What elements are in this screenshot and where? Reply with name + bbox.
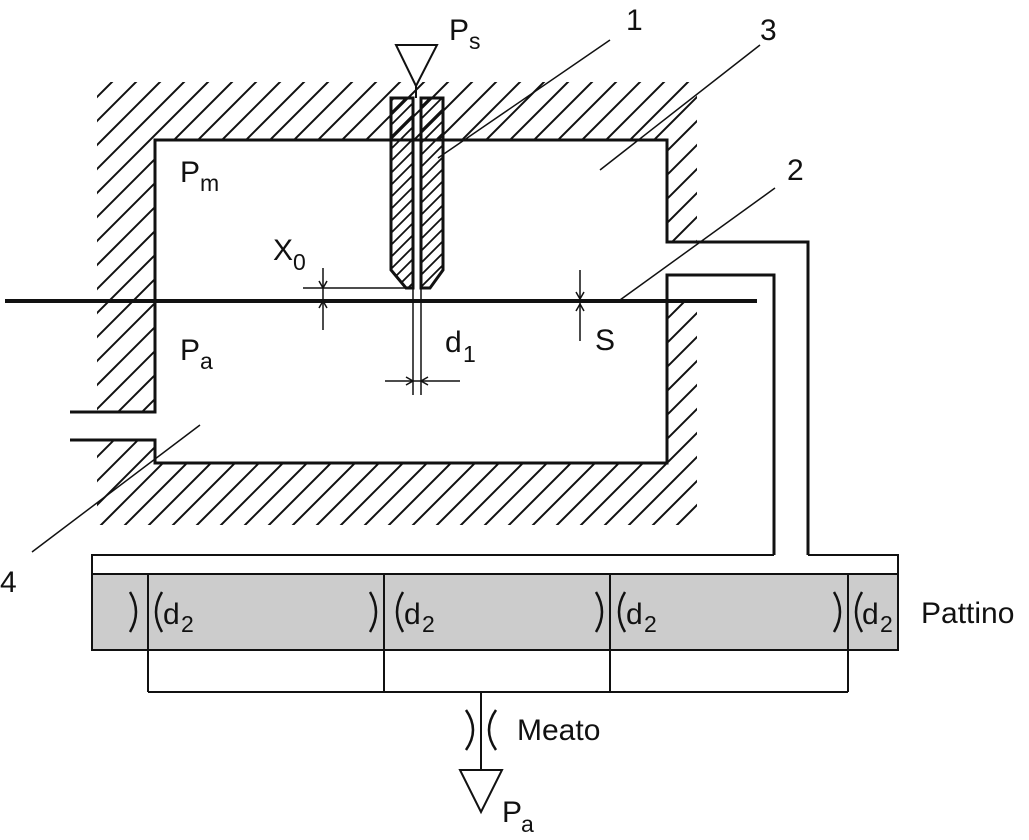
hatch-stroke — [97, 82, 211, 525]
pad — [91, 573, 899, 651]
upper-chamber-outline — [153, 138, 810, 555]
pattino-label: Pattino — [921, 597, 1014, 630]
pad-orifice-sub-1: 2 — [181, 611, 194, 637]
hatch-stroke — [391, 98, 443, 288]
hatch-stroke — [671, 82, 697, 525]
hatch-stroke — [391, 98, 443, 288]
hatch-stroke — [391, 98, 443, 288]
hatch-stroke — [97, 82, 163, 525]
x0-sub: 0 — [293, 249, 306, 275]
part-number-4: 4 — [0, 566, 17, 599]
ambient-pressure-sub: a — [200, 348, 213, 374]
hatch-stroke — [391, 98, 443, 288]
ambient-pressure-label: P — [180, 334, 200, 367]
pad-orifice-label-3: d — [626, 598, 643, 631]
d1-diameter-dimension — [385, 288, 460, 395]
leader-lines — [31, 39, 776, 553]
pad-supply-line — [91, 554, 899, 574]
ambient-pressure-triangle — [458, 769, 504, 815]
supply-pressure-triangle — [394, 44, 439, 89]
hatch-stroke — [415, 98, 443, 288]
outlet-pressure-sub: a — [521, 811, 534, 837]
lower-chamber-outline — [70, 273, 776, 555]
outlet-pressure-label: P — [502, 796, 522, 829]
chamber-pressure-sub: m — [200, 170, 219, 196]
x0-label: X — [273, 234, 293, 267]
chamber-pressure-label: P — [180, 156, 200, 189]
pad-orifice-sub-2: 2 — [422, 611, 435, 637]
part-number-2: 2 — [787, 154, 804, 187]
hatch-stroke — [97, 82, 115, 525]
hatch-stroke — [0, 80, 90, 530]
pad-orifice-label-4: d — [862, 598, 879, 631]
s-label: S — [595, 324, 615, 357]
pad-orifice-marks — [128, 591, 864, 633]
hatch-stroke — [403, 98, 443, 288]
hatch-stroke — [623, 82, 697, 525]
pad-dividers — [147, 574, 849, 770]
x0-gap-dimension — [303, 268, 410, 330]
pad-orifice-label-1: d — [163, 598, 180, 631]
pad-orifice-sub-4: 2 — [880, 611, 893, 637]
hatch-stroke — [439, 98, 443, 288]
hatch-stroke — [391, 98, 443, 288]
pad-orifice-label-2: d — [404, 598, 421, 631]
hatch-stroke — [391, 98, 443, 288]
hatch-stroke — [391, 98, 434, 288]
hatch-stroke — [391, 98, 443, 288]
meato-orifice — [464, 709, 498, 751]
pad-orifice-sub-3: 2 — [644, 611, 657, 637]
part-number-3: 3 — [760, 14, 777, 47]
d1-label: d — [445, 326, 462, 359]
nozzle — [389, 96, 445, 290]
hatch-stroke — [599, 82, 697, 525]
s-thickness-dimension — [575, 270, 585, 341]
hatch-stroke — [695, 82, 697, 525]
d1-sub: 1 — [463, 341, 476, 367]
supply-pressure-sub: s — [469, 28, 481, 54]
supply-pressure-label: P — [449, 14, 469, 47]
meato-label: Meato — [517, 714, 600, 747]
part-number-1: 1 — [626, 4, 643, 37]
hatch-stroke — [97, 82, 187, 525]
hatch-stroke — [647, 82, 697, 525]
